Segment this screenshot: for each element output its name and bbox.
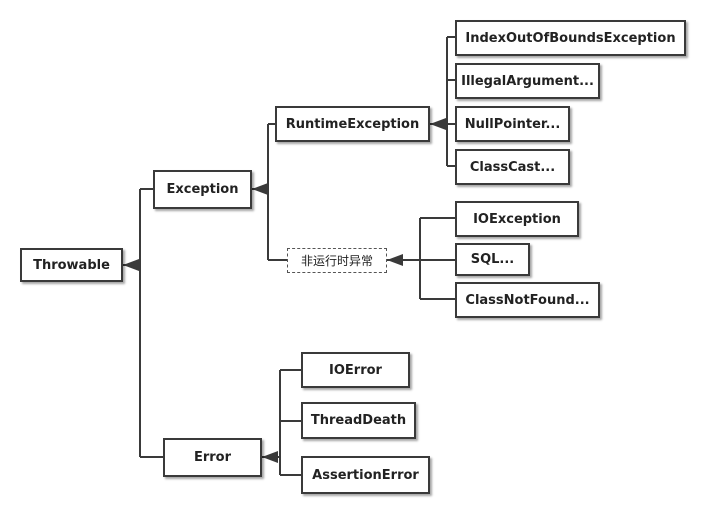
node-non-runtime-exception: 非运行时异常 <box>287 248 387 273</box>
error-connector <box>262 369 301 476</box>
node-error: Error <box>163 438 262 477</box>
node-exception: Exception <box>153 170 252 209</box>
arrowhead-non-runtime <box>387 254 403 266</box>
arrowhead-runtime-exception <box>430 118 446 130</box>
arrowhead-error <box>262 451 278 463</box>
arrowhead-exception <box>252 183 268 195</box>
node-io-error: IOError <box>301 352 410 388</box>
throwable-connector <box>123 188 163 458</box>
node-thread-death: ThreadDeath <box>301 402 416 439</box>
node-runtime-exception: RuntimeException <box>275 106 430 142</box>
node-illegal-argument: IllegalArgument... <box>455 63 600 99</box>
runtime-exception-connector <box>430 36 455 167</box>
node-null-pointer: NullPointer... <box>455 106 570 142</box>
node-assertion-error: AssertionError <box>301 456 430 494</box>
node-class-cast: ClassCast... <box>455 149 570 185</box>
node-sql: SQL... <box>455 243 530 276</box>
non-runtime-connector <box>387 217 455 300</box>
node-throwable: Throwable <box>20 248 123 282</box>
exception-connector <box>252 123 287 261</box>
node-class-not-found: ClassNotFound... <box>455 282 600 318</box>
node-index-out-of-bounds: IndexOutOfBoundsException <box>455 20 686 56</box>
arrowhead-throwable <box>123 259 139 271</box>
node-io-exception: IOException <box>455 201 579 237</box>
